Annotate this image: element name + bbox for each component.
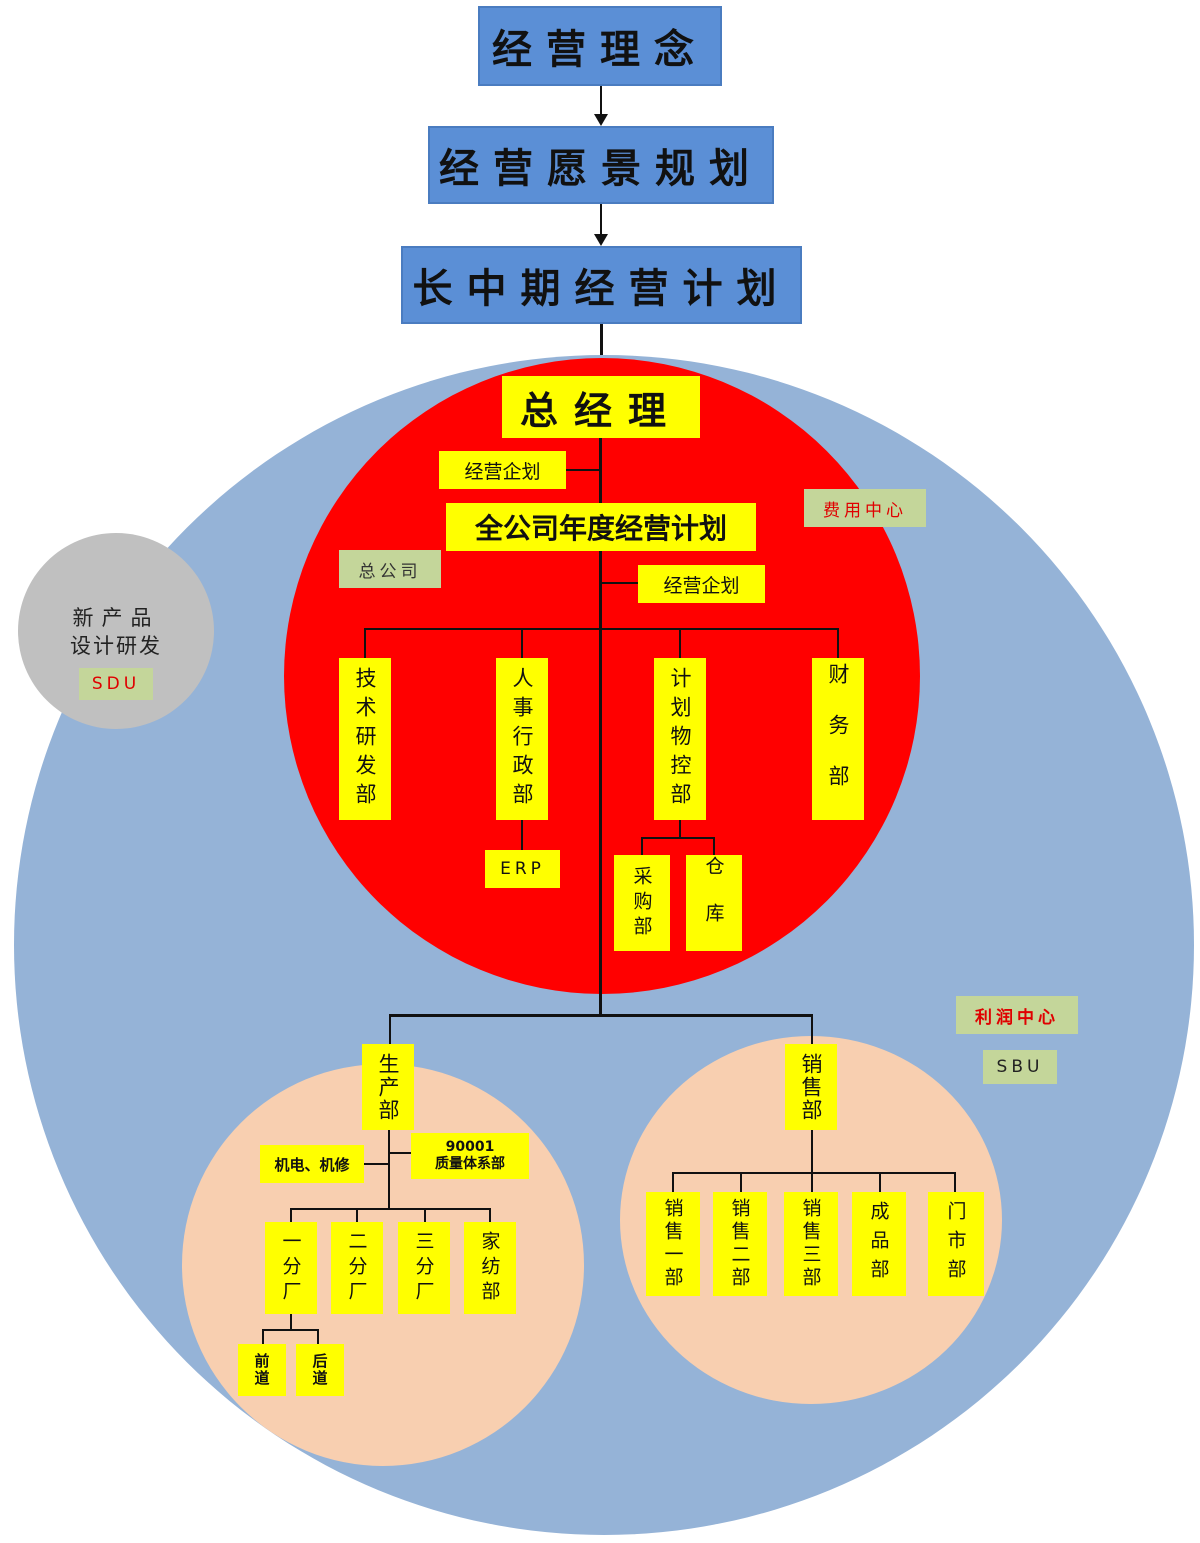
sub-back-process: 后道 — [296, 1344, 344, 1396]
sales-branch-3: 销售三部 — [784, 1192, 838, 1296]
arrow-down-icon — [594, 114, 608, 126]
annual-plan-box: 全公司年度经营计划 — [446, 503, 756, 551]
tag-profit-center: 利润中心 — [956, 996, 1078, 1034]
tag-cost-center: 费用中心 — [804, 489, 926, 527]
arrow-down-icon — [594, 234, 608, 246]
dept-hr-admin: 人事行政部 — [496, 658, 548, 820]
production-dept: 生产部 — [362, 1044, 414, 1130]
sales-dept: 销售部 — [785, 1044, 837, 1130]
sales-branch-2: 销售二部 — [713, 1192, 767, 1296]
branch-home-textile: 家纺部 — [464, 1222, 516, 1314]
quality-system-unit: 90001 质量体系部 — [411, 1133, 529, 1179]
quality-system-name: 质量体系部 — [435, 1156, 505, 1172]
sdu-title-line1: 新产品 — [72, 606, 160, 630]
chain-box-vision: 经营愿景规划 — [428, 126, 774, 204]
planning-box-bottom: 经营企划 — [638, 565, 765, 603]
branch-factory-2: 二分厂 — [331, 1222, 383, 1314]
planning-box-top: 经营企划 — [439, 451, 566, 489]
sdu-title-line2: 设计研发 — [70, 634, 162, 658]
branch-factory-1: 一分厂 — [265, 1222, 317, 1314]
quality-system-code: 90001 — [445, 1139, 495, 1155]
chain-box-long-plan: 长中期经营计划 — [401, 246, 802, 324]
finished-goods-dept: 成品部 — [852, 1192, 906, 1296]
sub-front-process: 前道 — [238, 1344, 286, 1396]
dept-warehouse: 仓库 — [686, 855, 742, 951]
general-manager-box: 总经理 — [502, 376, 700, 438]
branch-factory-3: 三分厂 — [398, 1222, 450, 1314]
dept-planning-material: 计划物控部 — [654, 658, 706, 820]
dept-tech-rd: 技术研发部 — [339, 658, 391, 820]
dept-finance: 财务部 — [812, 658, 864, 820]
tag-company: 总公司 — [339, 550, 441, 588]
production-circle — [182, 1064, 584, 1466]
dept-purchasing: 采购部 — [614, 855, 670, 951]
sales-branch-1: 销售一部 — [646, 1192, 700, 1296]
sdu-tag: SDU — [79, 668, 153, 700]
erp-box: ERP — [485, 850, 560, 888]
retail-store-dept: 门市部 — [928, 1192, 984, 1296]
chain-box-philosophy: 经营理念 — [478, 6, 722, 86]
tag-sbu: SBU — [983, 1050, 1057, 1084]
mech-elec-unit: 机电、机修 — [260, 1145, 364, 1183]
